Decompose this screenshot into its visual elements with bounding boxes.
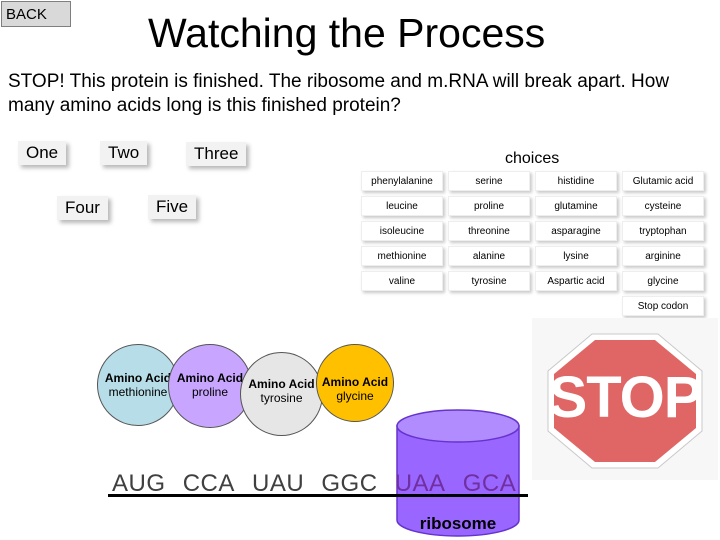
codon: CCA	[182, 470, 235, 497]
amino-acid-glycine: Amino Acid glycine	[316, 344, 394, 422]
amino-acid-proline: Amino Acid proline	[168, 344, 252, 428]
choice-cell[interactable]: proline	[448, 196, 530, 216]
codon: GCA	[462, 470, 517, 497]
amino-acid-title: Amino Acid	[321, 375, 389, 389]
choice-cell[interactable]: isoleucine	[361, 221, 443, 241]
choice-cell[interactable]: glutamine	[535, 196, 617, 216]
choices-grid: phenylalanine serine histidine Glutamic …	[356, 166, 709, 321]
amino-acid-title: Amino Acid	[248, 377, 315, 391]
amino-acid-methionine: Amino Acid methionine	[97, 344, 179, 426]
choice-cell[interactable]: lysine	[535, 246, 617, 266]
amino-acid-title: Amino Acid	[176, 371, 244, 385]
empty-cell	[535, 296, 617, 316]
codon: AUG	[112, 470, 166, 497]
choice-cell-stop-codon[interactable]: Stop codon	[622, 296, 704, 316]
amino-acid-tyrosine: Amino Acid tyrosine	[240, 352, 323, 436]
stop-sign-text: STOP	[548, 365, 703, 430]
amino-acid-name: methionine	[108, 385, 168, 399]
codon: UAU	[252, 470, 305, 497]
choice-cell[interactable]: alanine	[448, 246, 530, 266]
choice-cell[interactable]: threonine	[448, 221, 530, 241]
choice-cell[interactable]: tyrosine	[448, 271, 530, 291]
amino-acid-title: Amino Acid	[104, 371, 172, 385]
choice-cell[interactable]: arginine	[622, 246, 704, 266]
choices-title: choices	[505, 150, 560, 167]
choice-cell[interactable]: valine	[361, 271, 443, 291]
choice-cell[interactable]: Aspartic acid	[535, 271, 617, 291]
ribosome	[396, 409, 520, 537]
choice-cell[interactable]: histidine	[535, 171, 617, 191]
answer-one-button[interactable]: One	[18, 141, 67, 165]
codon: GGC	[321, 470, 378, 497]
answer-four-button[interactable]: Four	[57, 196, 108, 220]
answer-three-button[interactable]: Three	[186, 142, 247, 166]
mrna-codons: AUG CCA UAU GGC UAA GCA	[112, 470, 516, 498]
empty-cell	[448, 296, 530, 316]
choice-cell[interactable]: cysteine	[622, 196, 704, 216]
choice-cell[interactable]: Glutamic acid	[622, 171, 704, 191]
answer-five-button[interactable]: Five	[148, 195, 197, 219]
ribosome-label: ribosome	[419, 514, 497, 533]
page-title: Watching the Process	[148, 10, 546, 56]
choice-cell[interactable]: phenylalanine	[361, 171, 443, 191]
amino-acid-name: tyrosine	[260, 391, 303, 405]
amino-acid-name: glycine	[336, 389, 374, 403]
amino-acid-name: proline	[191, 385, 229, 399]
choice-cell[interactable]: glycine	[622, 271, 704, 291]
stop-sign-icon	[547, 333, 703, 469]
choice-cell[interactable]: tryptophan	[622, 221, 704, 241]
choice-cell[interactable]: leucine	[361, 196, 443, 216]
mrna-strand	[108, 494, 528, 497]
question-text: STOP! This protein is finished. The ribo…	[8, 71, 670, 116]
choice-cell[interactable]: methionine	[361, 246, 443, 266]
codon: UAA	[394, 470, 446, 497]
back-button[interactable]: BACK	[1, 1, 71, 27]
answer-two-button[interactable]: Two	[100, 141, 148, 165]
choice-cell[interactable]: asparagine	[535, 221, 617, 241]
empty-cell	[361, 296, 443, 316]
choice-cell[interactable]: serine	[448, 171, 530, 191]
